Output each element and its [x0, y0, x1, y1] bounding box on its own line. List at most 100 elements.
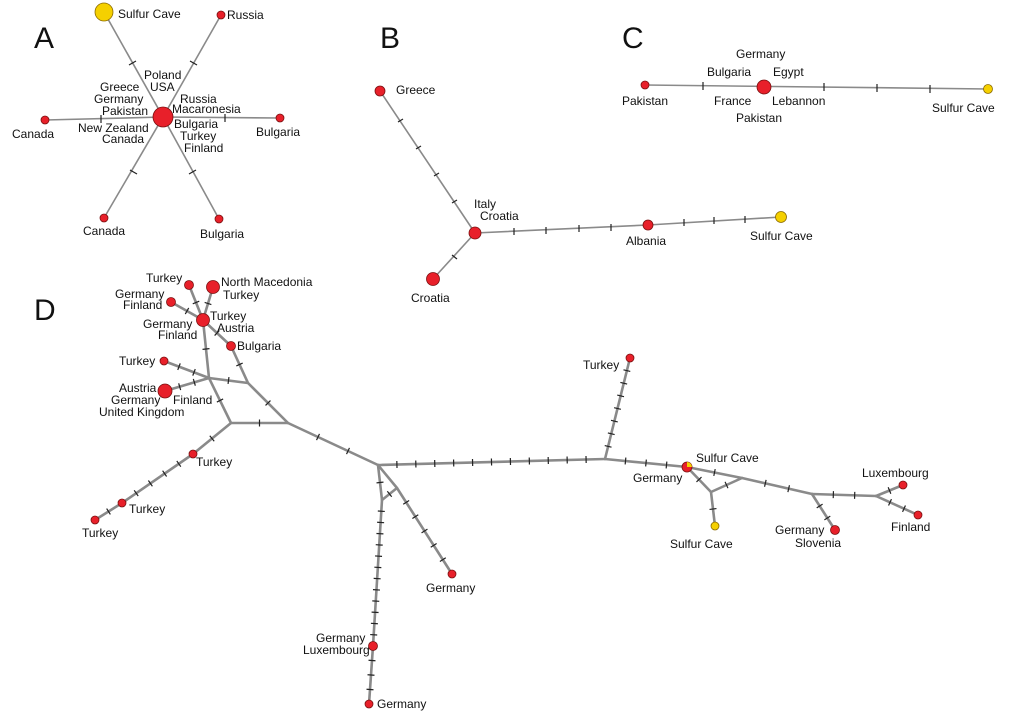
panel-d: D [34, 271, 930, 711]
label-canada: Canada [83, 224, 125, 238]
mutation-tick [451, 254, 458, 260]
label-canada: Canada [12, 127, 54, 141]
edge [162, 14, 222, 118]
label-pakistan: Pakistan [102, 104, 148, 118]
mutation-tick [433, 172, 440, 177]
node-germany-finland [166, 297, 176, 307]
edge [379, 90, 476, 234]
label-austria: Austria [119, 381, 157, 395]
label-turkey: Turkey [583, 358, 619, 372]
label-sulfur-cave: Sulfur Cave [118, 7, 181, 21]
node-germany [364, 699, 374, 709]
label-macaronesia: Macaronesia [172, 102, 241, 116]
node-sulfur-cave [710, 521, 720, 531]
mutation-tick [888, 498, 892, 506]
mutation-tick [613, 407, 622, 410]
label-usa: USA [150, 80, 175, 94]
label-turkey-center: Turkey [180, 129, 216, 143]
node-central-haplotype [152, 106, 174, 128]
mutation-tick [623, 369, 631, 373]
node-canada [40, 115, 50, 125]
node-turkey [90, 515, 100, 525]
label-greece: Greece [100, 80, 140, 94]
label-turkey: Turkey [119, 354, 155, 368]
node-austria-germany-uk-finland [157, 383, 173, 399]
edge [103, 116, 164, 219]
node-sulfur-cave [775, 211, 787, 223]
label-sulfur-cave: Sulfur Cave [750, 229, 813, 243]
label-turkey: Turkey [129, 502, 165, 516]
mutation-tick [128, 60, 137, 66]
mutation-tick [412, 514, 419, 520]
label-finland: Finland [173, 393, 212, 407]
mutation-tick [665, 461, 668, 469]
panel-c: C Pakistan Germany Bulgaria Egypt France… [622, 22, 995, 125]
mutation-tick [430, 542, 437, 548]
node-greece [374, 85, 386, 97]
mutation-tick [451, 199, 458, 204]
mutation-tick [209, 435, 215, 442]
mutation-tick [204, 301, 212, 306]
panel-d-nodes [90, 280, 923, 709]
node-central-haplotype [756, 79, 772, 95]
label-turkey: Turkey [210, 309, 246, 323]
node-finland [913, 510, 923, 520]
mutation-tick [106, 508, 111, 515]
label-turkey: Turkey [82, 526, 118, 540]
edge [162, 116, 281, 119]
label-croatia-center: Croatia [480, 209, 519, 223]
node-pakistan [640, 80, 650, 90]
mutation-tick [617, 394, 625, 398]
label-germany: Germany [115, 287, 164, 301]
panel-c-letter: C [622, 22, 644, 55]
mutation-tick [887, 487, 892, 494]
label-germany: Germany [775, 523, 824, 537]
mutation-tick [376, 481, 384, 484]
mutation-tick [402, 499, 410, 505]
panel-a-letter: A [34, 22, 54, 55]
node-sulfur-cave [983, 84, 993, 94]
edge [163, 376, 211, 393]
edge [103, 11, 164, 118]
label-russia: Russia [227, 8, 264, 22]
node-luxembourg [898, 480, 908, 490]
mutation-tick [816, 503, 823, 509]
mutation-tick [214, 330, 220, 336]
node-bulgaria [226, 341, 236, 351]
label-poland: Poland [144, 68, 181, 82]
node-turkey [188, 449, 198, 459]
edge [44, 116, 164, 121]
panel-d-edges [93, 283, 920, 706]
mutation-tick [439, 557, 447, 563]
node-italy-croatia [468, 226, 482, 240]
node-turkey [117, 498, 127, 508]
panel-b-letter: B [380, 22, 400, 55]
label-germany: Germany [426, 581, 475, 595]
label-sulfur-cave: Sulfur Cave [670, 537, 733, 551]
label-luxembourg: Luxembourg [862, 466, 929, 480]
label-egypt: Egypt [773, 65, 804, 79]
label-slovenia: Slovenia [795, 536, 841, 550]
label-turkey: Turkey [196, 455, 232, 469]
label-germany: Germany [94, 92, 143, 106]
mutation-tick [216, 398, 224, 403]
label-lebannon: Lebannon [772, 94, 825, 108]
mutation-tick [421, 528, 428, 534]
label-france: France [714, 94, 752, 108]
panel-d-mutation-ticks [106, 300, 906, 691]
node-albania [642, 219, 654, 231]
mutation-tick [265, 400, 271, 406]
node-sulfur-cave [94, 2, 114, 22]
label-germany: Germany [111, 393, 160, 407]
edge [685, 465, 814, 496]
label-italy: Italy [474, 197, 496, 211]
label-north-macedonia: North Macedonia [221, 275, 313, 289]
label-germany: Germany [377, 697, 426, 711]
mutation-tick [386, 490, 393, 498]
edge [874, 494, 920, 517]
edge [810, 492, 837, 532]
mutation-tick [315, 433, 321, 441]
mutation-tick [129, 169, 138, 175]
